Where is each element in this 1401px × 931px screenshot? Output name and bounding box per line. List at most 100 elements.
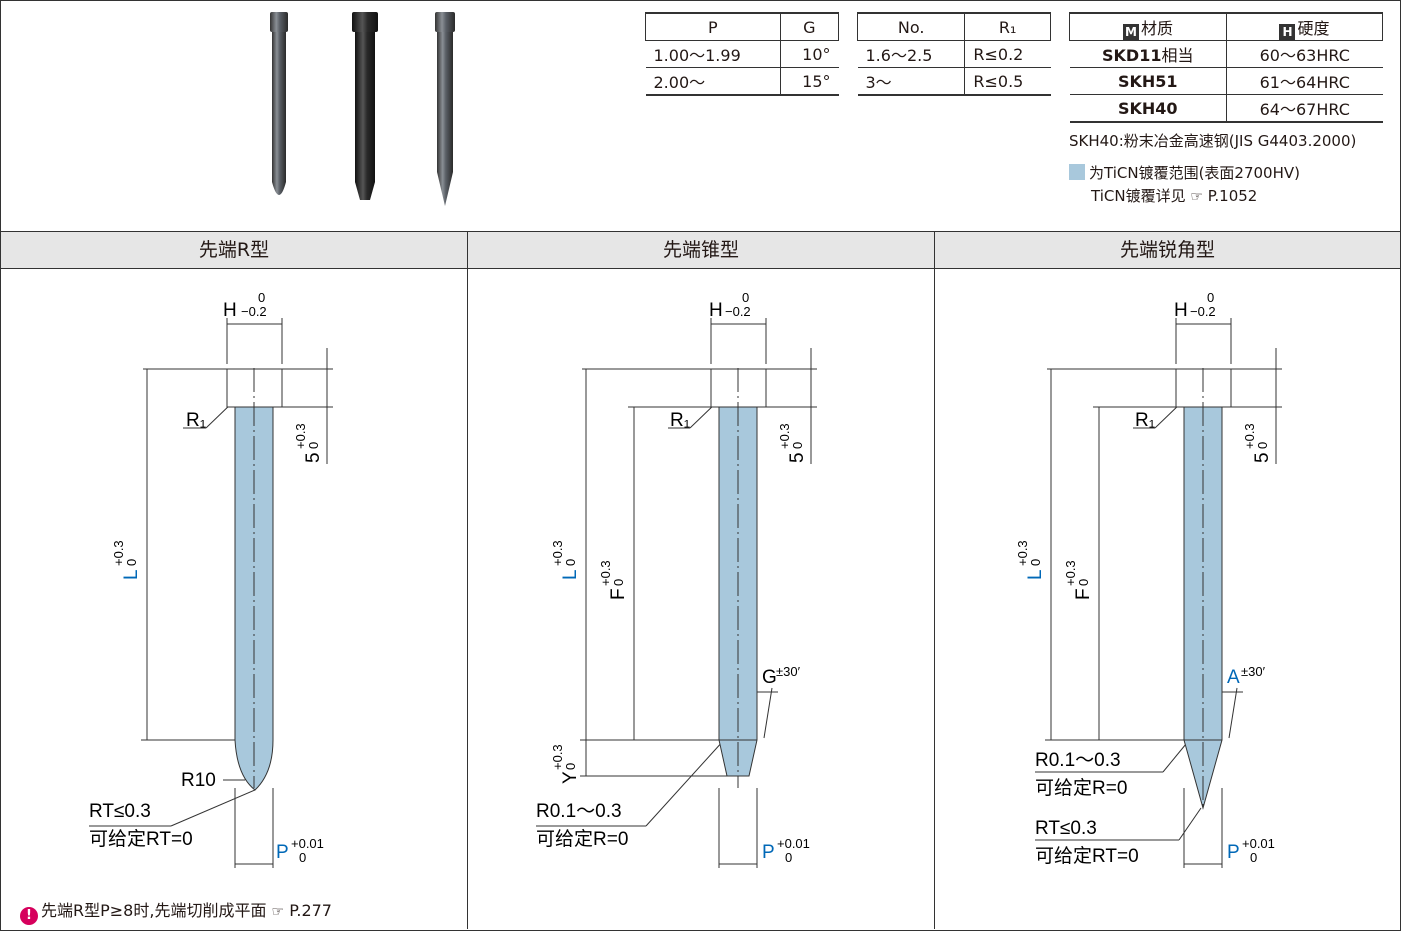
dim-5-label: 5 — [303, 452, 324, 463]
hardness-icon: H — [1279, 23, 1296, 40]
dim-5-tol-dn: 0 — [790, 442, 805, 449]
dim-5-label: 5 — [787, 452, 808, 463]
dim-f-tol-up: +0.3 — [598, 560, 613, 586]
material-icon: M — [1122, 23, 1139, 40]
dim-l-label: L — [121, 569, 142, 580]
dim-p-label: P — [762, 842, 775, 863]
col-header: G — [779, 12, 840, 41]
dim-5-label: 5 — [1252, 452, 1273, 463]
hardness-value: 64～67HRC — [1226, 94, 1383, 123]
dim-p-tol-dn: 0 — [1250, 850, 1257, 865]
dim-l-label: L — [560, 569, 581, 580]
cell: R≤0.5 — [964, 67, 1051, 96]
label-r1: R₁ — [186, 410, 206, 431]
dim-h-tol-up: 0 — [742, 290, 749, 305]
dim-f-label: F — [1073, 588, 1094, 600]
dim-h-tol-dn: −0.2 — [725, 304, 751, 319]
diagram-r-type: H 0 −0.2 R₁ 5+0.30 L+0.30 R10 RT≤0.3 可给定… — [89, 290, 333, 868]
label-rt: RT≤0.3 — [1035, 818, 1097, 839]
dim-h-label: H — [709, 300, 723, 321]
hardness-value: 61～64HRC — [1226, 67, 1383, 95]
warning-icon: ! — [20, 907, 38, 925]
label-r-zero: 可给定R=0 — [536, 828, 628, 850]
material-name: SKD11 — [1102, 46, 1162, 65]
section-divider — [934, 231, 935, 929]
dim-l-tol-up: +0.3 — [111, 540, 126, 566]
dim-l-tol-up: +0.3 — [1015, 540, 1030, 566]
hardness-value: 60～63HRC — [1226, 40, 1383, 68]
dim-l-tol-up: +0.3 — [550, 540, 565, 566]
dim-5-tol-dn: 0 — [306, 442, 321, 449]
dim-h-tol-dn: −0.2 — [241, 304, 267, 319]
diagram-cone-type: H 0 −0.2 R₁ 5+0.30 L+0.30 F+0.30 Y+0.30 … — [536, 290, 817, 868]
cell: 1.6～2.5 — [857, 40, 965, 68]
table-row: SKH40 64～67HRC — [1069, 94, 1383, 123]
dim-h-label: H — [223, 300, 237, 321]
ticn-range-text: 为TiCN镀覆范围(表面2700HV) — [1089, 164, 1300, 182]
ticn-detail-note: TiCN镀覆详见 ☞ P.1052 — [1091, 185, 1257, 206]
label-r1: R₁ — [1135, 410, 1155, 431]
dim-y-label: Y — [560, 771, 581, 784]
product-photos — [270, 12, 455, 206]
dim-p-tol-dn: 0 — [785, 850, 792, 865]
label-r01: R0.1～0.3 — [1035, 750, 1121, 771]
label-r1: R₁ — [670, 410, 690, 431]
bottom-page-ref[interactable]: P.277 — [289, 901, 332, 920]
dim-g-tol: ±30′ — [776, 664, 801, 679]
table-row: 3～R≤0.5 — [857, 67, 1051, 96]
dim-y-tol-up: +0.3 — [550, 744, 565, 770]
dim-f-tol-dn: 0 — [1076, 579, 1091, 586]
section-divider — [467, 231, 468, 929]
cell: 10° — [779, 40, 839, 68]
col-header: No. — [856, 12, 966, 41]
pin-photo-cone-type — [352, 12, 378, 200]
dim-p-tol-up: +0.01 — [1242, 836, 1275, 851]
label-rt-zero: 可给定RT=0 — [1035, 845, 1139, 867]
dim-h-label: H — [1174, 300, 1188, 321]
dim-5-tol-up: +0.3 — [777, 423, 792, 449]
dim-a-tol: ±30′ — [1241, 664, 1266, 679]
cell: 15° — [779, 67, 839, 96]
dim-5-tol-dn: 0 — [1255, 442, 1270, 449]
section-header-sharp-type: 先端锐角型 — [935, 231, 1400, 269]
cell: 2.00～ — [645, 67, 781, 96]
dim-h-tol-dn: −0.2 — [1190, 304, 1216, 319]
label-r01: R0.1～0.3 — [536, 801, 622, 822]
dim-5-tol-up: +0.3 — [293, 423, 308, 449]
label-rt: RT≤0.3 — [89, 801, 151, 822]
dim-p-tol-dn: 0 — [299, 850, 306, 865]
pointing-hand-icon: ☞ — [271, 904, 285, 920]
cell: R≤0.2 — [964, 40, 1051, 68]
table-row: SKD11相当 60～63HRC — [1069, 40, 1383, 68]
dim-p-tol-up: +0.01 — [777, 836, 810, 851]
pointing-hand-icon: ☞ — [1190, 189, 1203, 205]
section-header-r-type: 先端R型 — [1, 231, 467, 269]
skh40-note: SKH40:粉末冶金高速钢(JIS G4403.2000) — [1069, 132, 1357, 150]
dim-f-tol-up: +0.3 — [1063, 560, 1078, 586]
label-r10: R10 — [181, 770, 216, 791]
cell: 3～ — [857, 67, 965, 96]
dim-5-tol-up: +0.3 — [1242, 423, 1257, 449]
bottom-note-text: 先端R型P≥8时,先端切削成平面 — [41, 901, 267, 920]
dim-g-label: G — [762, 667, 777, 688]
ticn-page-ref[interactable]: P.1052 — [1207, 187, 1258, 205]
ticn-detail-text: TiCN镀覆详见 — [1091, 187, 1186, 205]
dim-l-tol-dn: 0 — [124, 559, 139, 566]
ticn-range-note: 为TiCN镀覆范围(表面2700HV) — [1069, 162, 1300, 183]
dim-l-tol-dn: 0 — [1028, 559, 1043, 566]
dim-a-label: A — [1227, 667, 1240, 688]
material-name: SKH40 — [1117, 98, 1178, 118]
material-suffix: 相当 — [1161, 46, 1194, 65]
diagram-sharp-type: H 0 −0.2 R₁ 5+0.30 L+0.30 F+0.30 A ±30′ … — [1015, 290, 1282, 868]
dim-h-tol-up: 0 — [258, 290, 265, 305]
col-header: P — [645, 12, 781, 41]
dim-h-tol-up: 0 — [1207, 290, 1214, 305]
ticn-swatch — [1069, 164, 1085, 180]
label-rt-zero: 可给定RT=0 — [89, 828, 193, 850]
